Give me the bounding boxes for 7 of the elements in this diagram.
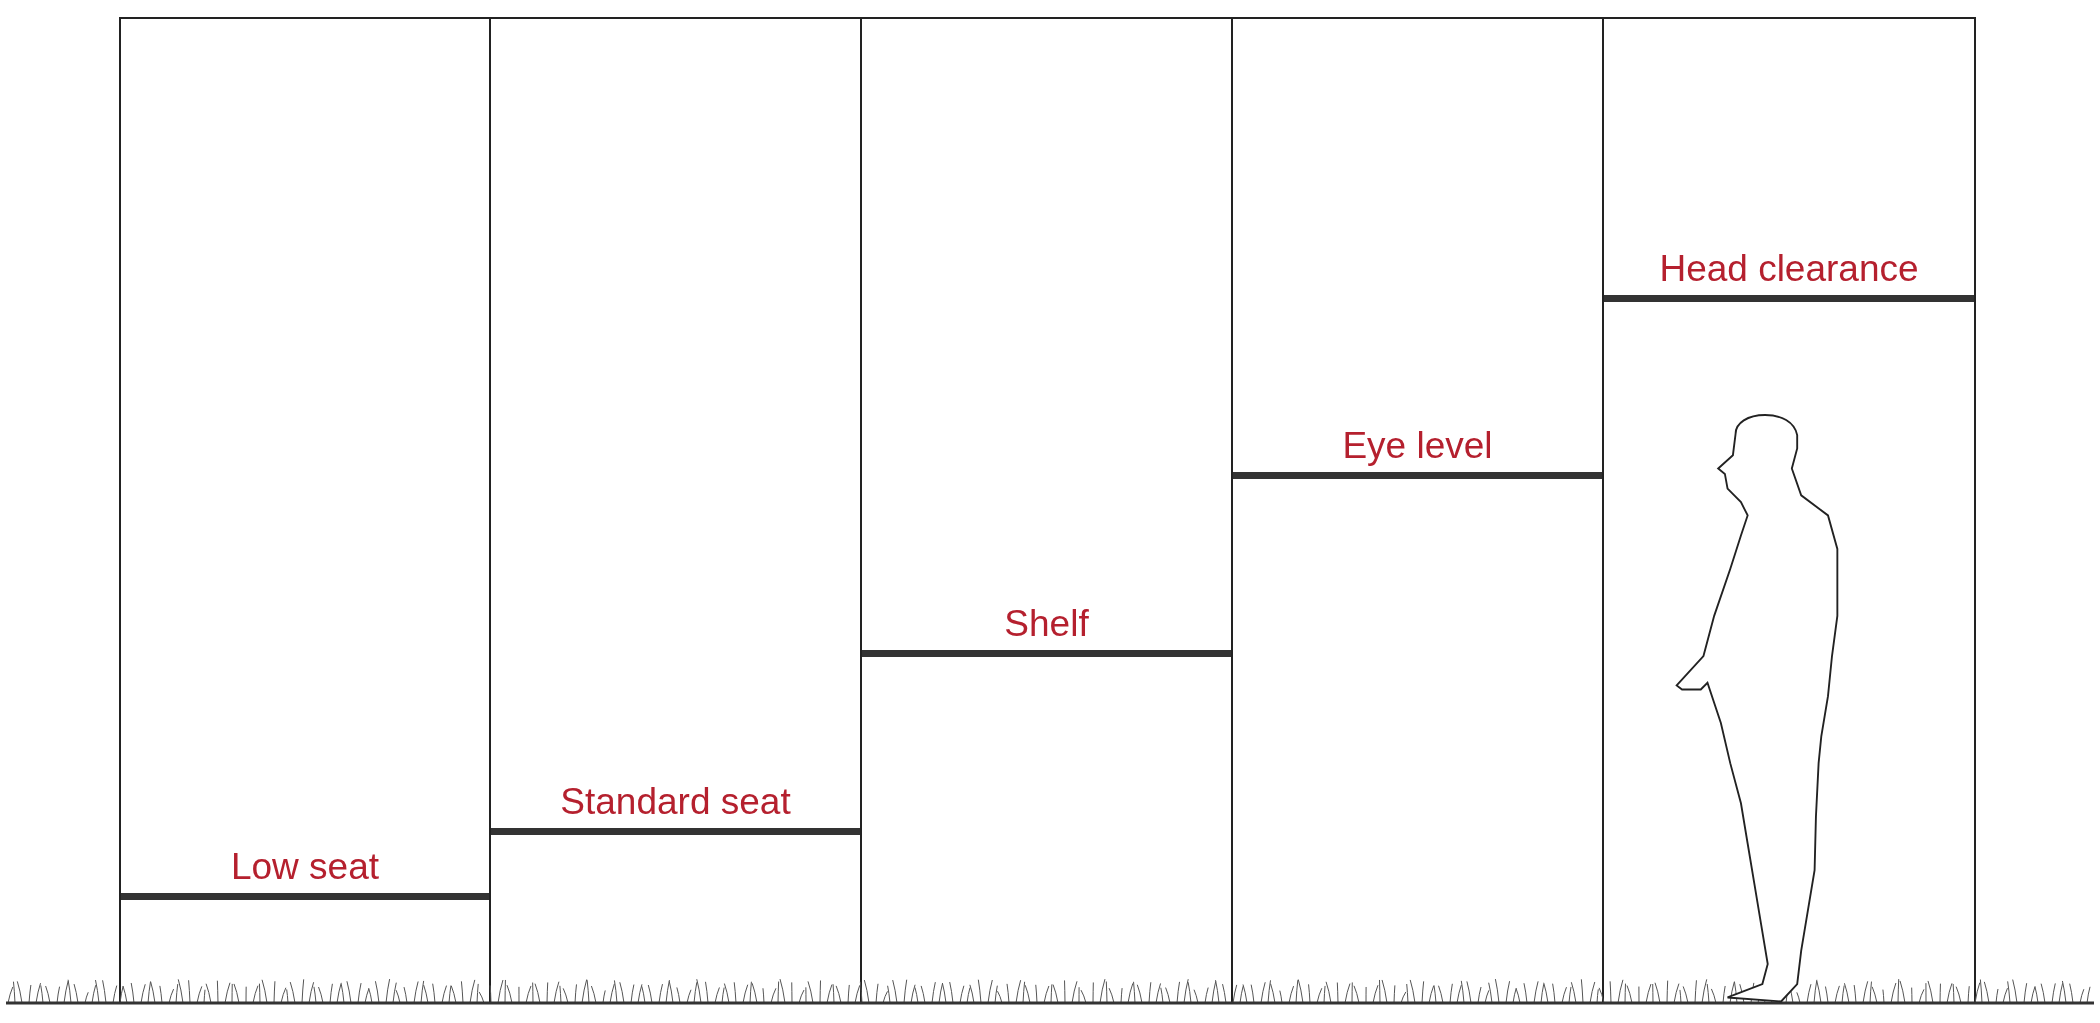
height-label: Standard seat <box>559 780 792 824</box>
height-label: Low seat <box>229 845 381 889</box>
column-frame <box>119 17 491 1003</box>
height-label: Eye level <box>1341 424 1494 468</box>
height-label: Head clearance <box>1658 247 1920 291</box>
column-frame <box>1602 17 1976 1003</box>
height-label: Shelf <box>1003 602 1090 646</box>
